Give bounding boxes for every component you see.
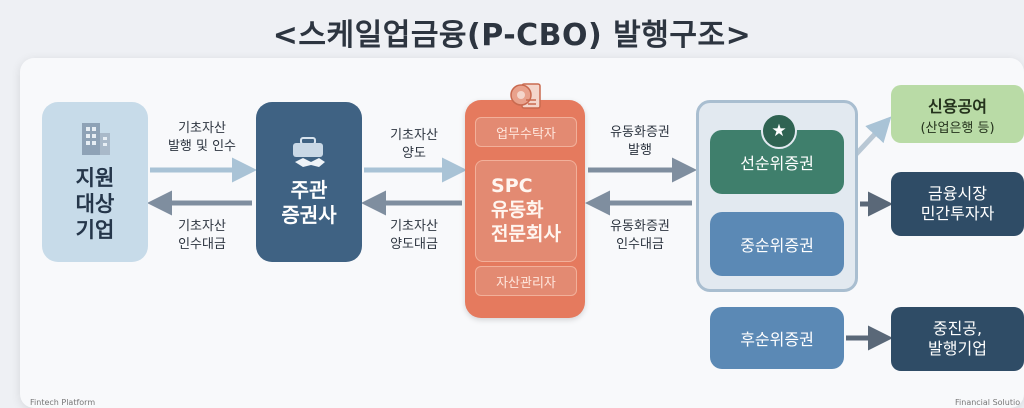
gear-document-icon [510, 83, 541, 109]
lead-underwriter-label: 주관 증권사 [281, 178, 337, 227]
footer-left: Fintech Platform [30, 398, 96, 407]
page-title: <스케일업금융(P-CBO) 발행구조> [272, 18, 752, 53]
spc-asset-manager-box: 자산관리자 [475, 266, 577, 296]
market-investors-box: 금융시장 민간투자자 [891, 172, 1024, 236]
support-company-label: 지원 대상 기업 [75, 165, 115, 243]
star-icon: ★ [761, 113, 797, 149]
flow-label-transfer: 기초자산 양도 [390, 128, 438, 161]
lead-underwriter-box: 주관 증권사 [256, 102, 362, 262]
flow-label-acquire-payment: 기초자산 인수대금 [178, 219, 226, 252]
flow-label-issue-acquire: 기초자산 발행 및 인수 [167, 121, 237, 154]
credit-enhancement-title: 신용공여 [928, 96, 987, 116]
support-company-box: 지원 대상 기업 [42, 102, 148, 262]
flow-label-transfer-payment: 기초자산 양도대금 [390, 219, 438, 252]
flow-label-abs-payment: 유동화증권 인수대금 [610, 219, 670, 252]
mezzanine-tranche-box: 중순위증권 [710, 212, 844, 276]
spc-trustee-box: 업무수탁자 [475, 117, 577, 147]
footer-right: Financial Solutio [955, 398, 1021, 407]
credit-enhancement-sub: (산업은행 등) [920, 120, 995, 136]
junior-tranche-box: 후순위증권 [710, 307, 844, 369]
jinco-issuer-box: 중진공, 발행기업 [891, 307, 1024, 371]
spc-main-label: SPC 유동화 전문회사 [491, 175, 561, 245]
building-icon [82, 122, 110, 155]
jinco-issuer-label: 중진공, 발행기업 [928, 319, 987, 358]
credit-enhancement-box: 신용공여 (산업은행 등) [891, 85, 1024, 143]
briefcase-handshake-icon [293, 137, 325, 167]
spc-main-box: SPC 유동화 전문회사 [475, 160, 577, 262]
flow-label-abs-issue: 유동화증권 발행 [610, 125, 670, 158]
market-investors-label: 금융시장 민간투자자 [920, 184, 995, 223]
